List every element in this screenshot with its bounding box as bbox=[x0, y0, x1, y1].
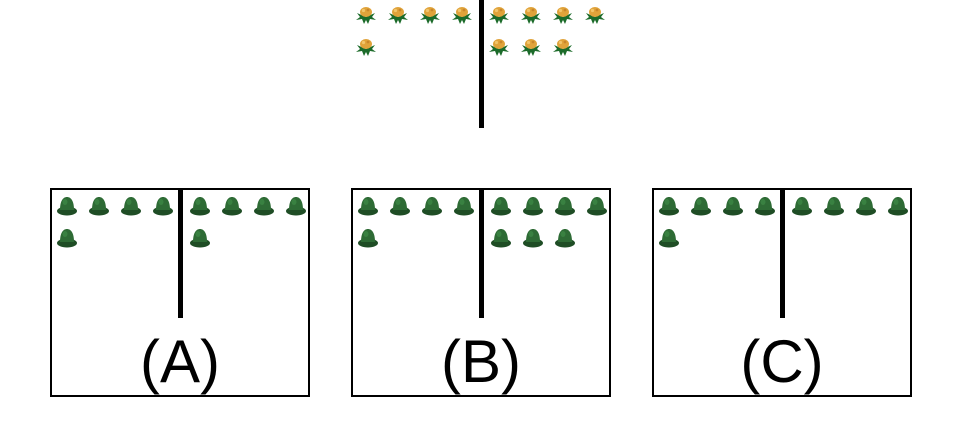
top-divider-line bbox=[479, 0, 484, 128]
flower-icon bbox=[552, 5, 574, 25]
hat-icon bbox=[490, 196, 512, 216]
option-a-divider-line bbox=[178, 190, 183, 318]
hat-icon bbox=[389, 196, 411, 216]
option-b-divider-line bbox=[479, 190, 484, 318]
hat-icon bbox=[690, 196, 712, 216]
hat-icon bbox=[658, 196, 680, 216]
hat-icon bbox=[56, 196, 78, 216]
hat-icon bbox=[855, 196, 877, 216]
hat-icon bbox=[887, 196, 909, 216]
option-c-label: (C) bbox=[740, 328, 824, 395]
top-figure bbox=[0, 0, 963, 135]
hat-icon bbox=[88, 196, 110, 216]
hat-icon bbox=[453, 196, 475, 216]
flower-icon bbox=[419, 5, 441, 25]
hat-icon bbox=[120, 196, 142, 216]
flower-icon bbox=[552, 37, 574, 57]
flower-icon bbox=[355, 37, 377, 57]
option-a-box[interactable]: (A) bbox=[50, 188, 310, 397]
hat-icon bbox=[586, 196, 608, 216]
hat-icon bbox=[522, 196, 544, 216]
hat-icon bbox=[791, 196, 813, 216]
hat-icon bbox=[152, 196, 174, 216]
hat-icon bbox=[490, 228, 512, 248]
flower-icon bbox=[520, 37, 542, 57]
hat-icon bbox=[554, 228, 576, 248]
flower-icon bbox=[488, 37, 510, 57]
hat-icon bbox=[421, 196, 443, 216]
hat-icon bbox=[754, 196, 776, 216]
hat-icon bbox=[189, 196, 211, 216]
hat-icon bbox=[658, 228, 680, 248]
hat-icon bbox=[722, 196, 744, 216]
hat-icon bbox=[285, 196, 307, 216]
hat-icon bbox=[253, 196, 275, 216]
hat-icon bbox=[357, 228, 379, 248]
hat-icon bbox=[554, 196, 576, 216]
flower-icon bbox=[488, 5, 510, 25]
hat-icon bbox=[189, 228, 211, 248]
flower-icon bbox=[387, 5, 409, 25]
flower-icon bbox=[584, 5, 606, 25]
option-b-label: (B) bbox=[441, 328, 521, 395]
hat-icon bbox=[522, 228, 544, 248]
flower-icon bbox=[355, 5, 377, 25]
hat-icon bbox=[56, 228, 78, 248]
flower-icon bbox=[520, 5, 542, 25]
option-a-label: (A) bbox=[140, 328, 220, 395]
hat-icon bbox=[357, 196, 379, 216]
option-c-divider-line bbox=[780, 190, 785, 318]
option-b-box[interactable]: (B) bbox=[351, 188, 611, 397]
hat-icon bbox=[823, 196, 845, 216]
flower-icon bbox=[451, 5, 473, 25]
option-c-box[interactable]: (C) bbox=[652, 188, 912, 397]
hat-icon bbox=[221, 196, 243, 216]
